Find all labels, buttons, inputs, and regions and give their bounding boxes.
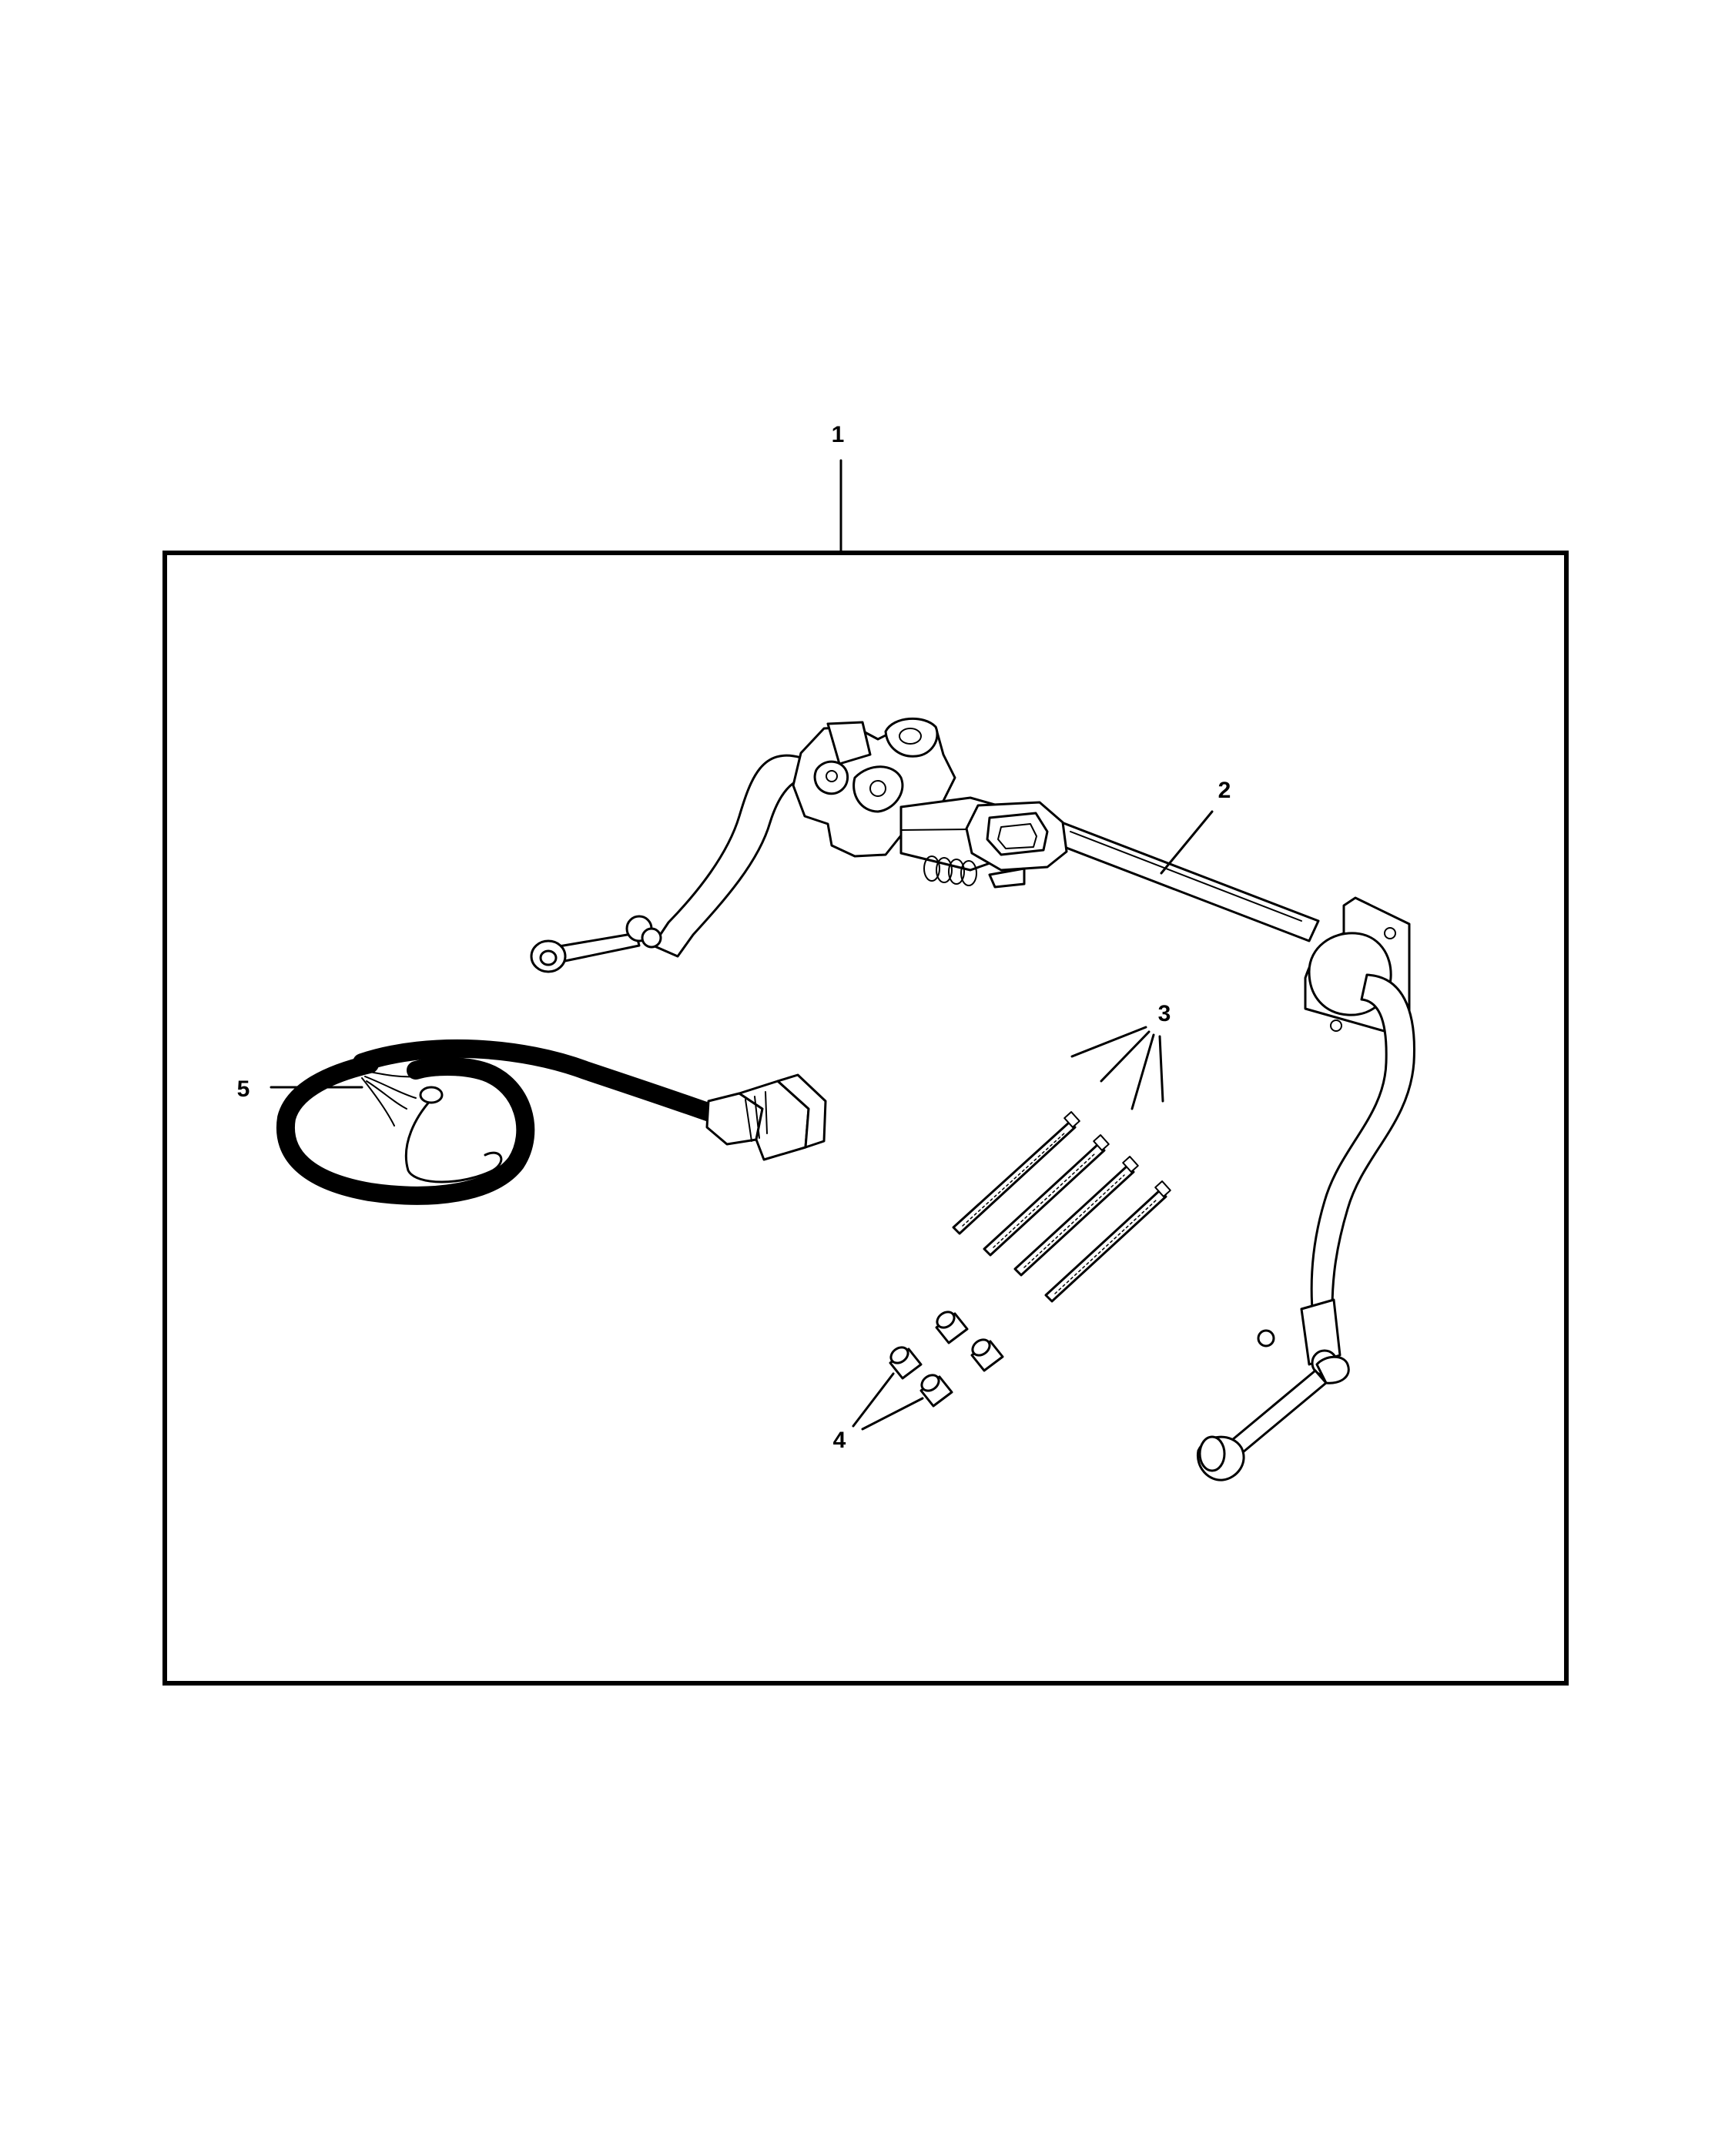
splice-connectors[interactable]: 4	[833, 1309, 1004, 1453]
electrical-connector	[705, 1073, 827, 1161]
callout-4-label: 4	[833, 1428, 846, 1453]
callout-4[interactable]: 4	[833, 1372, 924, 1453]
callout-2-leader	[1160, 810, 1214, 875]
callout-1[interactable]: 1	[832, 422, 845, 554]
cable-tie	[1013, 1156, 1139, 1277]
callout-1-label: 1	[832, 422, 845, 447]
splice-connector	[935, 1311, 969, 1344]
pigtail-wires	[361, 1070, 423, 1127]
stabilizer-bar	[1023, 810, 1320, 942]
cable-tie	[983, 1134, 1110, 1257]
ground-eyelet	[419, 1086, 444, 1104]
kit-frame	[162, 551, 1569, 1686]
actuator-housing	[792, 717, 1068, 889]
callout-3-leaders	[1070, 1026, 1164, 1110]
callout-2-label: 2	[1218, 778, 1231, 803]
cable-tie	[952, 1111, 1080, 1235]
left-bar-arm	[651, 754, 809, 958]
cable-ties[interactable]: 3	[952, 1001, 1171, 1303]
splice-connector	[970, 1338, 1004, 1372]
callout-5-label: 5	[237, 1076, 250, 1102]
callout-3[interactable]: 3	[1070, 1001, 1171, 1110]
right-bar-arm	[1310, 973, 1415, 1320]
right-end-link	[1196, 1298, 1350, 1481]
splice-connector	[919, 1374, 953, 1408]
callout-3-label: 3	[1158, 1001, 1171, 1026]
cable-tie	[1044, 1180, 1171, 1303]
callout-5[interactable]: 5	[237, 1076, 363, 1102]
splice-connector	[889, 1346, 923, 1380]
callout-4-leaders	[852, 1372, 924, 1431]
wiring-harness[interactable]: 5	[237, 1039, 827, 1205]
callout-2[interactable]: 2	[1160, 778, 1231, 875]
left-end-link	[530, 915, 662, 973]
stabilizer-bar-assembly[interactable]: 2	[530, 717, 1415, 1481]
